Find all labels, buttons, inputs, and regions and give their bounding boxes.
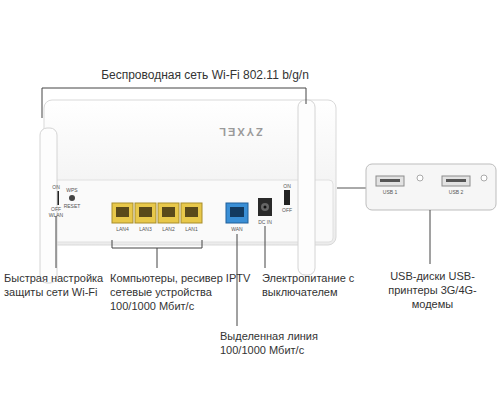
port-label: LAN4 bbox=[112, 226, 133, 232]
router-body bbox=[44, 100, 336, 245]
wifi-callout: Беспроводная сеть Wi-Fi 802.11 b/g/n bbox=[85, 68, 325, 83]
back-panel bbox=[47, 180, 333, 242]
callout-text: Быстрая настройка защиты сети Wi-Fi bbox=[4, 272, 112, 300]
port-label: LAN3 bbox=[135, 226, 156, 232]
antenna bbox=[298, 100, 315, 275]
wps-button bbox=[69, 195, 75, 201]
port-label: OFF bbox=[46, 206, 66, 212]
port-label: WAN bbox=[226, 226, 248, 232]
leader-line bbox=[56, 216, 57, 268]
callout-text: Электропитание с выключателем bbox=[262, 272, 368, 300]
leader-line bbox=[337, 188, 366, 189]
power-switch bbox=[284, 190, 290, 205]
port-label: LAN2 bbox=[158, 226, 179, 232]
port-label: DC IN bbox=[253, 219, 277, 225]
leader-line bbox=[42, 88, 306, 118]
callout-text: Компьютеры, ресивер IPTV сетевые устройс… bbox=[110, 272, 258, 313]
leader-line bbox=[265, 226, 266, 268]
leader-line bbox=[112, 240, 202, 268]
wan-port bbox=[226, 203, 248, 223]
antenna bbox=[40, 128, 57, 283]
callout-text: USB-диски USB-принтеры 3G/4G-модемы bbox=[385, 270, 480, 311]
leader-line bbox=[430, 210, 431, 264]
callout-text: Выделенная линия 100/1000 Мбит/с bbox=[220, 330, 340, 358]
port-label: ON bbox=[277, 183, 297, 189]
dc-jack bbox=[258, 198, 272, 216]
port-label: WPS bbox=[62, 187, 82, 193]
port-label: ON bbox=[46, 184, 66, 190]
port-label: OFF bbox=[277, 207, 297, 213]
lan-ports bbox=[112, 203, 202, 223]
usb-ports bbox=[376, 175, 487, 186]
brand-logo: ZYXEL bbox=[205, 124, 275, 138]
port-label: USB 2 bbox=[442, 189, 470, 195]
port-label: LAN1 bbox=[181, 226, 202, 232]
usb-inset bbox=[366, 164, 496, 210]
port-label: WLAN bbox=[46, 212, 66, 218]
port-label: RESET bbox=[62, 203, 82, 209]
port-label: USB 1 bbox=[376, 189, 404, 195]
